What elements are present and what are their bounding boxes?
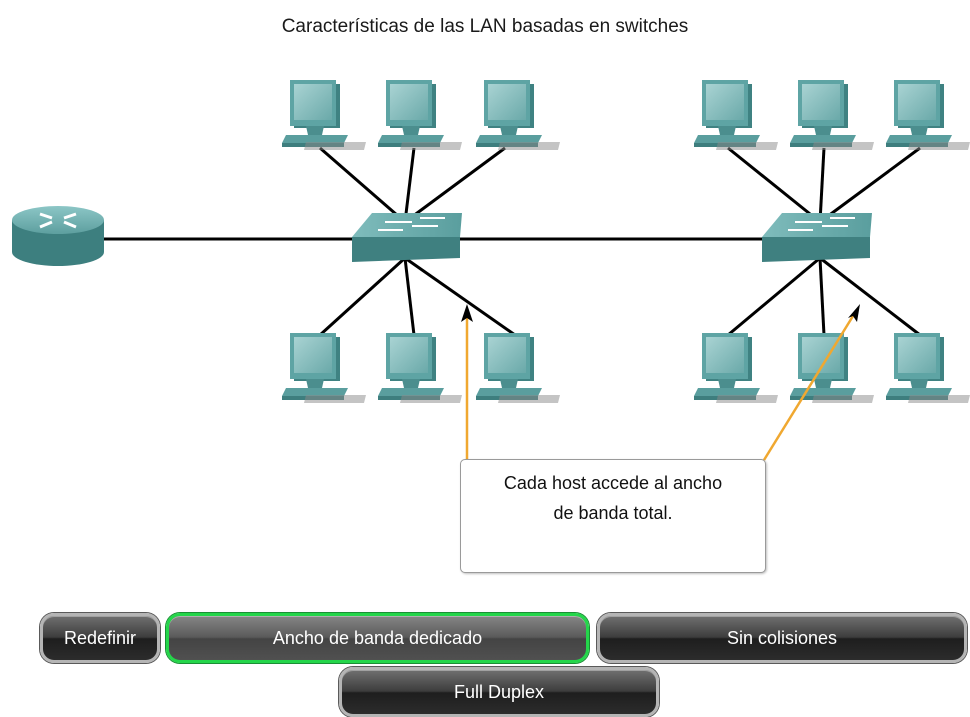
host-pc-icon <box>282 333 366 403</box>
info-callout: Cada host accede al ancho de banda total… <box>460 459 766 573</box>
dedicated-bandwidth-button[interactable]: Ancho de banda dedicado <box>166 613 589 663</box>
callout-line: de banda total. <box>553 503 673 523</box>
router-icon <box>12 206 104 266</box>
full-duplex-button[interactable]: Full Duplex <box>339 667 659 717</box>
host-pc-icon <box>282 80 366 150</box>
host-pc-icon <box>694 333 778 403</box>
host-pc-icon <box>790 333 874 403</box>
host-pc-icon <box>476 333 560 403</box>
host-pc-icon <box>886 80 970 150</box>
host-pc-icon <box>790 80 874 150</box>
reset-button[interactable]: Redefinir <box>40 613 160 663</box>
switch-icon <box>762 213 872 262</box>
host-pc-icon <box>886 333 970 403</box>
callout-line: Cada host accede al ancho <box>503 473 723 493</box>
switch-icon <box>352 213 462 262</box>
diagram-title: Características de las LAN basadas en sw… <box>281 16 689 37</box>
host-pc-icon <box>694 80 778 150</box>
callout-arrow <box>762 304 860 461</box>
no-collisions-button[interactable]: Sin colisiones <box>597 613 967 663</box>
host-pc-icon <box>378 333 462 403</box>
host-pc-icon <box>476 80 560 150</box>
links <box>100 146 921 337</box>
host-pc-icon <box>378 80 462 150</box>
callout-arrow <box>461 304 473 460</box>
